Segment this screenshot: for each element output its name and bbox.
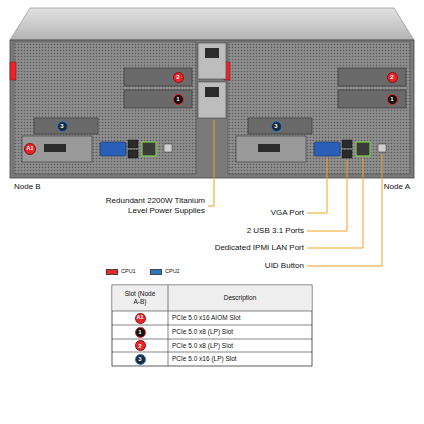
table-badge: 3 (135, 354, 146, 365)
table-badge: A1 (135, 313, 146, 324)
node-b-parts (10, 42, 196, 174)
callout-number: 3 (271, 121, 282, 132)
leader-line (307, 158, 363, 248)
callout-text: Redundant 2200W Titanium Level Power Sup… (95, 196, 205, 216)
legend-swatch (150, 269, 162, 275)
node-label: Node B (14, 182, 74, 192)
callout-number: 2 (173, 72, 184, 83)
callout-number: 2 (387, 72, 398, 83)
table-header-fill (112, 285, 311, 311)
table-frame (112, 285, 312, 366)
leader-line (307, 158, 327, 213)
callout-text: VGA Port (204, 208, 304, 218)
table-header: Description (180, 294, 300, 302)
leader-line (307, 154, 382, 266)
chassis-top (10, 8, 414, 40)
callout-number: A1 (24, 143, 36, 155)
table-cell: PCIe 5.0 x16 AIOM Slot (172, 314, 308, 322)
legend-text: CPU1 (121, 268, 136, 275)
node-label: Node A (350, 182, 410, 192)
table-badge: 1 (135, 327, 146, 338)
table-rule (168, 285, 169, 366)
leader-line (307, 160, 347, 231)
table-rule (112, 352, 312, 353)
callout-number: 1 (387, 94, 398, 105)
callout-text: Dedicated IPMI LAN Port (194, 243, 304, 253)
table-cell: PCIe 5.0 x16 (LP) Slot (172, 355, 308, 363)
callout-text: 2 USB 3.1 Ports (204, 226, 304, 236)
callout-number: 3 (57, 121, 68, 132)
legend-text: CPU2 (165, 268, 180, 275)
chassis-rear (10, 40, 414, 178)
leader-line (208, 120, 214, 206)
callout-text: UID Button (204, 261, 304, 271)
table-badge: 2 (135, 340, 146, 351)
power-inlet (205, 48, 219, 58)
table-cell: PCIe 5.0 x8 (LP) Slot (172, 328, 308, 336)
power-inlet (205, 87, 219, 97)
power-supply (198, 82, 226, 118)
table-rule (112, 311, 312, 312)
power-supply (198, 43, 226, 79)
table-cell: PCIe 5.0 x8 (LP) Slot (172, 342, 308, 350)
callout-number: 1 (173, 94, 184, 105)
legend-swatch (106, 269, 118, 275)
table-header: Slot (Node A-B) (122, 290, 158, 306)
table-rule (112, 325, 312, 326)
